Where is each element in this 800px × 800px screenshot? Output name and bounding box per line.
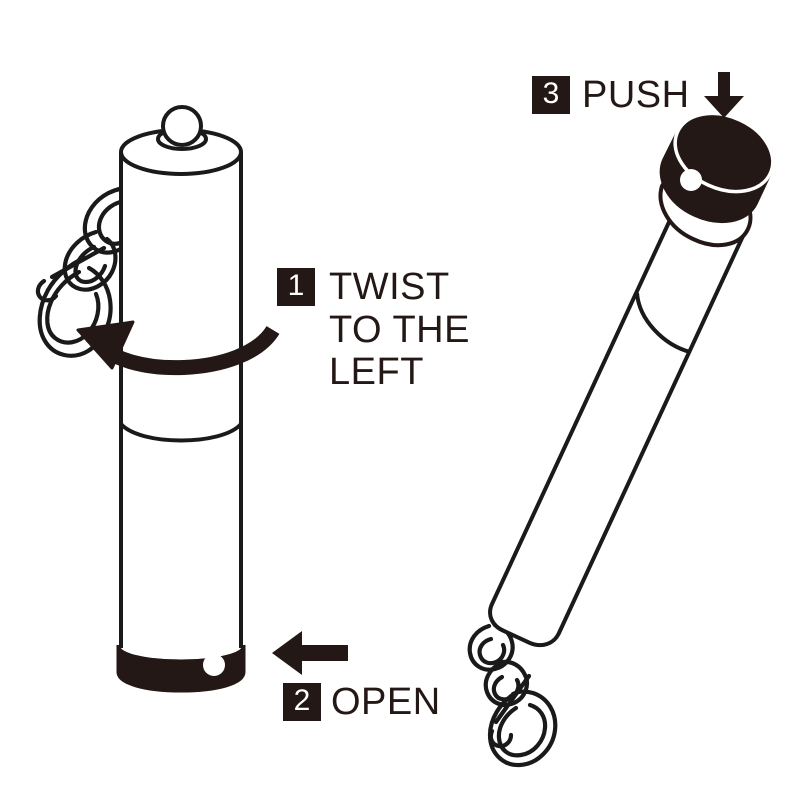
step-1-badge: 1	[277, 268, 315, 306]
cap-hole-r	[680, 169, 702, 191]
bottom-cap-top-edge	[116, 644, 246, 663]
dark-cap-open	[659, 111, 775, 223]
step-3-label: 3 PUSH	[532, 72, 744, 118]
snap-hook-gate	[49, 245, 107, 280]
snap-hook-inner-r	[496, 702, 548, 758]
snap-hook-gate-tip	[35, 278, 59, 303]
step-1-line-2: TO THE	[329, 308, 470, 351]
cap-hole	[203, 654, 225, 676]
tilted-barrel-outline	[488, 192, 747, 648]
arrow-down-shape	[703, 72, 744, 118]
tilted-device	[467, 111, 775, 768]
snap-hook-gate-tip-r	[488, 728, 514, 749]
chain-link-top-inner-r	[477, 636, 507, 666]
step-2-label: 2 OPEN	[283, 681, 441, 724]
upright-barrel	[119, 105, 243, 648]
step-1-line-3: LEFT	[329, 351, 424, 394]
barrel-seam	[119, 422, 243, 443]
twist-arrow-head	[76, 320, 135, 370]
step-2-badge: 2	[283, 683, 321, 722]
arrow-down-icon	[703, 72, 744, 118]
twist-arrow-icon	[76, 320, 280, 376]
tilted-barrel-seam	[635, 292, 691, 354]
bottom-cap-shape	[116, 644, 246, 693]
step-1-text: TWIST TO THE LEFT	[329, 266, 470, 394]
step-3-badge: 3	[532, 76, 570, 114]
step-2-text: OPEN	[331, 681, 441, 723]
tilted-barrel	[488, 192, 747, 648]
arrow-left-shape	[272, 631, 348, 675]
bottom-dark-cap	[116, 644, 246, 693]
ball-knob	[161, 105, 203, 147]
arrow-left-icon	[272, 631, 348, 675]
snap-hook	[37, 255, 113, 358]
step-1-line-1: TWIST	[329, 266, 450, 308]
chain-link-middle-r	[483, 659, 530, 708]
barrel-outline	[121, 152, 241, 645]
chain-link-top-inner	[96, 198, 132, 246]
step-3-arrow-slot	[703, 72, 744, 118]
chain-link-middle-inner	[73, 244, 108, 285]
snap-hook-gate-r	[493, 673, 532, 725]
upright-device	[35, 105, 280, 693]
step-1-label: 1 TWIST TO THE LEFT	[277, 266, 470, 394]
snap-hook-inner	[45, 269, 101, 345]
step-3-text: PUSH	[582, 73, 690, 116]
chain-link-middle	[62, 229, 118, 292]
